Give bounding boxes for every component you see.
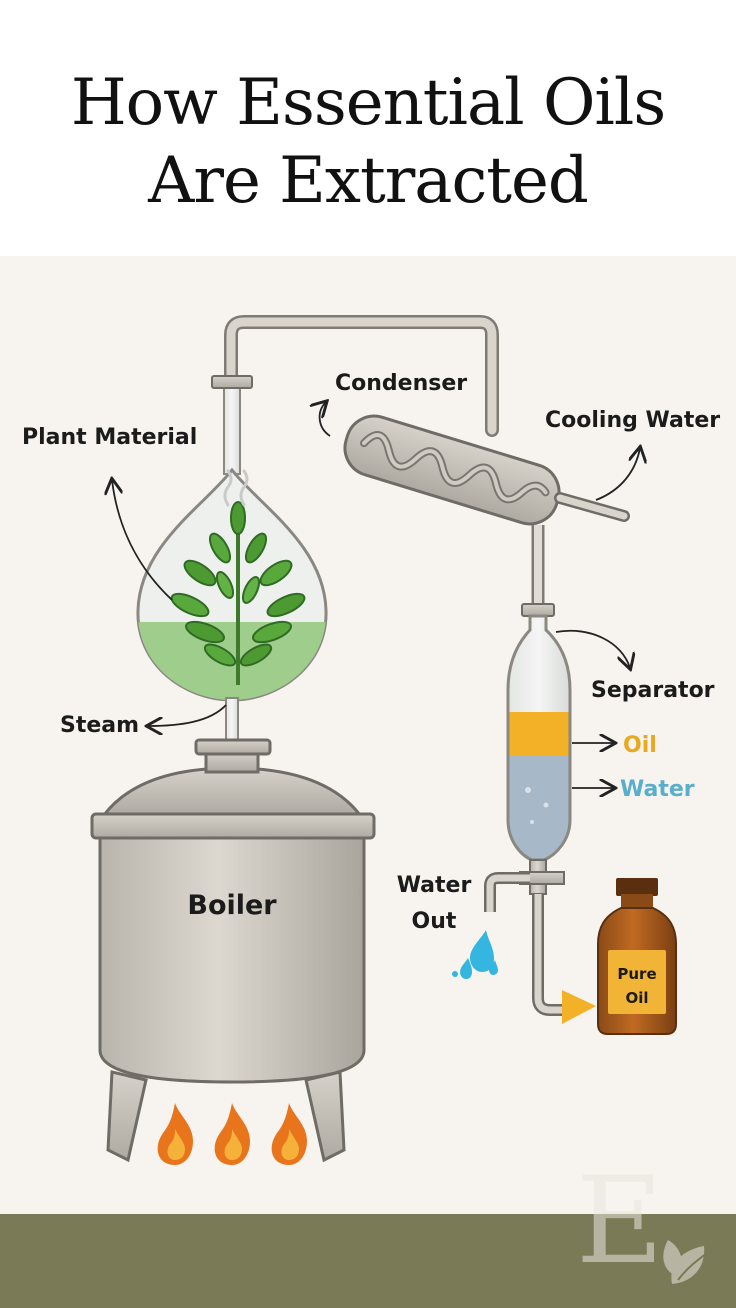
watermark-logo: E: [576, 1152, 717, 1291]
leaf-logo-icon: [663, 1240, 717, 1284]
boiler: [90, 738, 376, 1163]
pure-oil-bottle: [597, 878, 677, 1035]
footer-band: [0, 1214, 736, 1308]
label-condenser: Condenser: [335, 371, 467, 396]
label-pure-oil-line1: Pure: [617, 965, 656, 983]
cooling-water-arrow-icon: [595, 448, 640, 501]
label-boiler: Boiler: [187, 890, 277, 921]
steam-wisps: [223, 469, 249, 507]
plant-icon: [170, 501, 306, 685]
stopcock: [484, 859, 596, 1024]
flame-icon: [157, 1103, 307, 1165]
separator-arrow-icon: [555, 629, 630, 668]
svg-text:E: E: [576, 1152, 664, 1291]
water-drop-icon: [452, 930, 498, 979]
vapor-pipe: [224, 315, 499, 437]
steam-arrow-icon: [148, 704, 227, 726]
separator-water-layer: [508, 756, 570, 860]
label-pure-oil-line2: Oil: [625, 989, 648, 1007]
condenser: [343, 414, 561, 526]
label-separator: Separator: [591, 678, 715, 703]
steam-tube: [225, 697, 239, 743]
label-water-out-line1: Water: [397, 873, 472, 898]
flask-collar: [211, 375, 253, 389]
plant-material-arrow-icon: [112, 480, 173, 601]
label-water-out-line2: Out: [412, 909, 457, 934]
separator-oil-layer: [508, 712, 570, 756]
label-water: Water: [620, 777, 695, 802]
header: How Essential Oils Are Extracted: [0, 0, 736, 256]
title-line-2: Are Extracted: [148, 144, 589, 218]
flask-neck: [223, 383, 241, 475]
label-oil: Oil: [623, 733, 657, 758]
separator: [506, 614, 572, 862]
condenser-arrow-icon: [320, 402, 331, 437]
oil-flow-arrow-icon: [562, 990, 596, 1024]
separator-cap: [521, 603, 555, 617]
label-cooling-water: Cooling Water: [545, 408, 720, 433]
cooling-water-pipe: [554, 492, 630, 522]
label-plant-material: Plant Material: [22, 425, 197, 450]
label-steam: Steam: [60, 713, 139, 738]
title-line-1: How Essential Oils: [70, 66, 666, 140]
